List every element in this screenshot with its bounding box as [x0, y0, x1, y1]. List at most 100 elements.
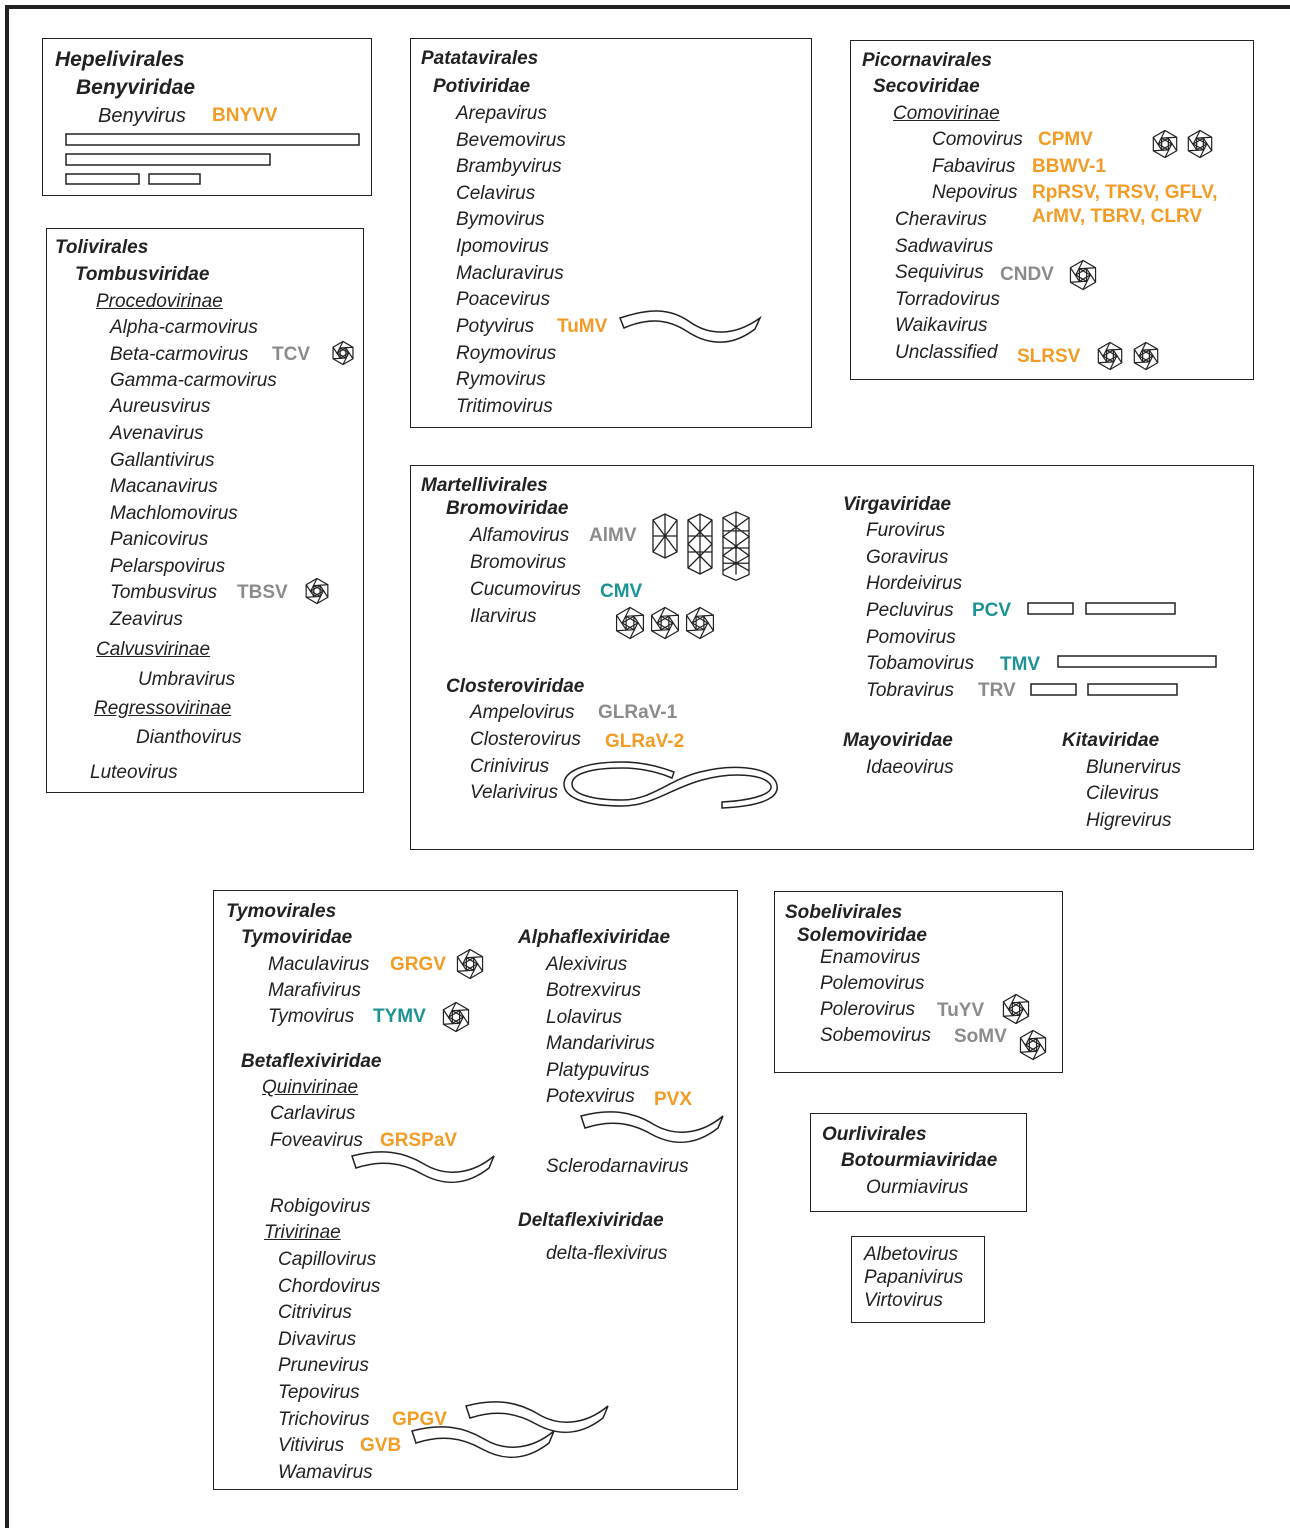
genus-label: Prunevirus: [278, 1355, 369, 1376]
genus-label: Citrivirus: [278, 1302, 352, 1323]
genus-label: Panicovirus: [110, 529, 209, 550]
icosahedron-particle-icon: [1002, 993, 1030, 1025]
genus-label: Beta-carmovirus: [110, 344, 249, 365]
genus-label: Avenavirus: [110, 423, 204, 444]
box-hepelivirales: [42, 38, 372, 196]
genus-label: Nepovirus: [932, 182, 1018, 203]
filament-particle-icon: [619, 310, 762, 343]
genus-label: Bevemovirus: [456, 130, 566, 151]
genus-label: Alpha-carmovirus: [110, 317, 258, 338]
genus-label: Celavirus: [456, 183, 536, 204]
abbr-label: TuYV: [937, 1000, 985, 1021]
genus-label: Roymovirus: [456, 343, 557, 364]
genus-label: Fabavirus: [932, 156, 1016, 177]
genus-label: Poacevirus: [456, 289, 550, 310]
rod-particle-icon: [1030, 683, 1178, 696]
icosahedron-particle-icon: [685, 606, 715, 640]
box-tymovirales: [213, 890, 738, 1490]
genus-label: Ipomovirus: [456, 236, 549, 257]
genus-label: Cilevirus: [1086, 783, 1159, 804]
genus-label: Wamavirus: [278, 1462, 373, 1483]
genus-label: Polemovirus: [820, 973, 925, 994]
genus-label: delta-flexivirus: [546, 1243, 668, 1264]
family-label: Tombusviridae: [75, 264, 210, 285]
abbr-label: SLRSV: [1017, 346, 1081, 367]
subfamily-label: Procedovirinae: [96, 291, 223, 312]
box-tolivirales: [46, 228, 364, 793]
genus-label: Virtovirus: [864, 1290, 943, 1311]
icosahedron-particle-icon: [456, 948, 484, 980]
subfamily-label: Comovirinae: [893, 103, 1000, 124]
rod-particle-icon: [1057, 655, 1217, 668]
genus-label: Capillovirus: [278, 1249, 377, 1270]
genus-label: Bymovirus: [456, 209, 545, 230]
genus-label: Sobemovirus: [820, 1025, 931, 1046]
genus-label: Marafivirus: [268, 980, 361, 1001]
genus-label: Robigovirus: [270, 1196, 371, 1217]
abbr-label: TMV: [1000, 654, 1041, 675]
genus-label: Rymovirus: [456, 369, 546, 390]
genus-label: Comovirus: [932, 129, 1023, 150]
genus-label: Cucumovirus: [470, 579, 581, 600]
abbr-label: ArMV, TBRV, CLRV: [1032, 206, 1202, 227]
bacilliform-particle-icon: [652, 511, 751, 581]
subfamily-label: Regressovirinae: [94, 698, 232, 719]
box-sobelivirales: [774, 891, 1063, 1073]
genus-label: Lolavirus: [546, 1007, 623, 1028]
family-label: Tymoviridae: [241, 927, 353, 948]
genus-label: Zeavirus: [110, 609, 183, 630]
order-label: Patatavirales: [421, 48, 539, 69]
family-label: Potiviridae: [433, 76, 531, 97]
genus-label: Papanivirus: [864, 1267, 964, 1288]
genus-label: Platypuvirus: [546, 1060, 650, 1081]
abbr-label: GRGV: [390, 954, 446, 975]
genus-label: Pomovirus: [866, 627, 956, 648]
subfamily-label: Calvusvirinae: [96, 639, 211, 660]
abbr-label: TYMV: [373, 1006, 426, 1027]
genus-label: Velarivirus: [470, 782, 558, 803]
box-picornavirales: [850, 40, 1254, 380]
genus-label: Botrexvirus: [546, 980, 642, 1001]
order-label: Hepelivirales: [55, 48, 185, 71]
genus-label: Benyvirus: [98, 105, 186, 127]
family-label: Bromoviridae: [446, 498, 569, 519]
genus-label: Mandarivirus: [546, 1033, 655, 1054]
genus-label: Tombusvirus: [110, 582, 218, 603]
icosahedron-particle-icon: [1097, 341, 1123, 371]
genus-label: Foveavirus: [270, 1130, 363, 1151]
genus-label: Macanavirus: [110, 476, 218, 497]
filament-particle-icon: [411, 1426, 555, 1459]
genus-label: Tritimovirus: [456, 396, 553, 417]
genus-label: Higrevirus: [1086, 810, 1172, 831]
abbr-label: TCV: [272, 344, 310, 365]
genus-label: Gamma-carmovirus: [110, 370, 277, 391]
genus-label: Vitivirus: [278, 1435, 345, 1456]
abbr-label: TRV: [978, 680, 1016, 701]
family-label: Kitaviridae: [1062, 730, 1160, 751]
box-martellivirales: [410, 465, 1254, 850]
order-label: Sobelivirales: [785, 902, 903, 923]
subfamily-label: Trivirinae: [264, 1222, 341, 1243]
genus-label: Machlomovirus: [110, 503, 238, 524]
genus-label: Torradovirus: [895, 289, 1000, 310]
genus-label: Alexivirus: [546, 954, 628, 975]
icosahedron-particle-icon: [615, 606, 645, 640]
filament-particle-icon: [351, 1151, 495, 1184]
genus-label: Alfamovirus: [470, 525, 570, 546]
icosahedron-particle-icon: [305, 577, 329, 605]
abbr-label: CMV: [600, 581, 643, 602]
family-label: Benyviridae: [76, 76, 196, 99]
abbr-label: BBWV-1: [1032, 156, 1106, 177]
genus-label: Blunervirus: [1086, 757, 1182, 778]
genus-label: Potexvirus: [546, 1086, 635, 1107]
order-label: Martellivirales: [421, 475, 548, 496]
genus-label: Chordovirus: [278, 1276, 381, 1297]
icosahedron-particle-icon: [1187, 129, 1213, 159]
abbr-label: CNDV: [1000, 264, 1054, 285]
family-label: Mayoviridae: [843, 730, 953, 751]
genus-label: Pelarspovirus: [110, 556, 226, 577]
icosahedron-particle-icon: [1019, 1029, 1047, 1061]
icosahedron-particle-icon: [1069, 259, 1097, 291]
genus-label: Tobamovirus: [866, 653, 975, 674]
icosahedron-particle-icon: [1152, 129, 1178, 159]
